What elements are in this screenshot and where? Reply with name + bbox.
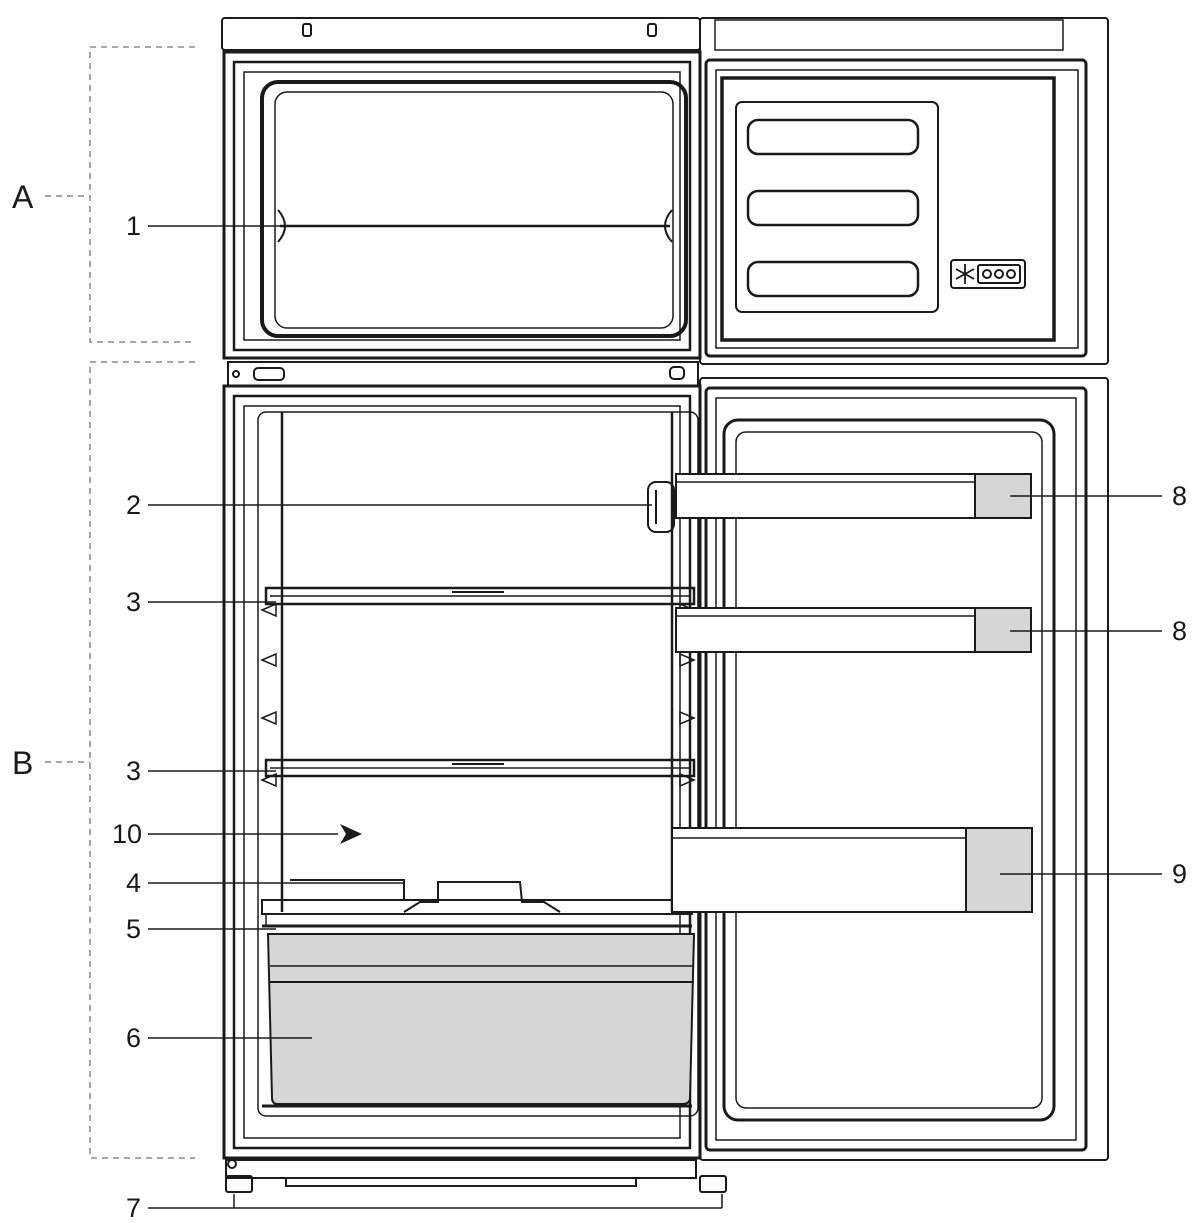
lamp [647, 481, 675, 533]
callout-3-upper: 3 [126, 587, 142, 617]
callout-10: 10 [112, 819, 143, 849]
callout-4: 4 [126, 868, 142, 898]
callout-8-lower: 8 [1172, 616, 1188, 646]
callout-6: 6 [126, 1023, 142, 1053]
leader-lines [148, 225, 1162, 1209]
crisper-drawer [262, 933, 696, 1108]
door-bin-bottle [671, 827, 1033, 913]
callout-7: 7 [126, 1193, 142, 1223]
glass-shelf-lower [264, 758, 696, 778]
fridge-compartment [222, 384, 702, 1160]
section-b-bracket [45, 361, 195, 1159]
base-and-feet [225, 1159, 727, 1193]
divider-strip [227, 361, 699, 387]
section-label-b: B [12, 745, 34, 781]
glass-shelf-upper [264, 586, 696, 606]
callout-8-upper: 8 [1172, 481, 1188, 511]
section-a-bracket [45, 46, 195, 343]
door-bin-upper [675, 473, 1032, 519]
section-label-a: A [12, 179, 34, 215]
door-bin-middle [675, 607, 1032, 653]
crisper-cover [261, 879, 693, 928]
shelf-rails [260, 602, 696, 788]
callout-1: 1 [126, 211, 142, 241]
freezer-door [699, 17, 1109, 365]
control-panel [950, 259, 1026, 289]
snowflake-icon [955, 264, 975, 284]
callout-3-lower: 3 [126, 756, 142, 786]
freezer-shelf [277, 209, 673, 243]
callout-5: 5 [126, 914, 142, 944]
callout-9: 9 [1172, 859, 1188, 889]
fridge-door [699, 377, 1109, 1161]
callout-2: 2 [126, 490, 142, 520]
freezer-compartment [221, 17, 702, 360]
compartment-arrow [340, 824, 362, 844]
